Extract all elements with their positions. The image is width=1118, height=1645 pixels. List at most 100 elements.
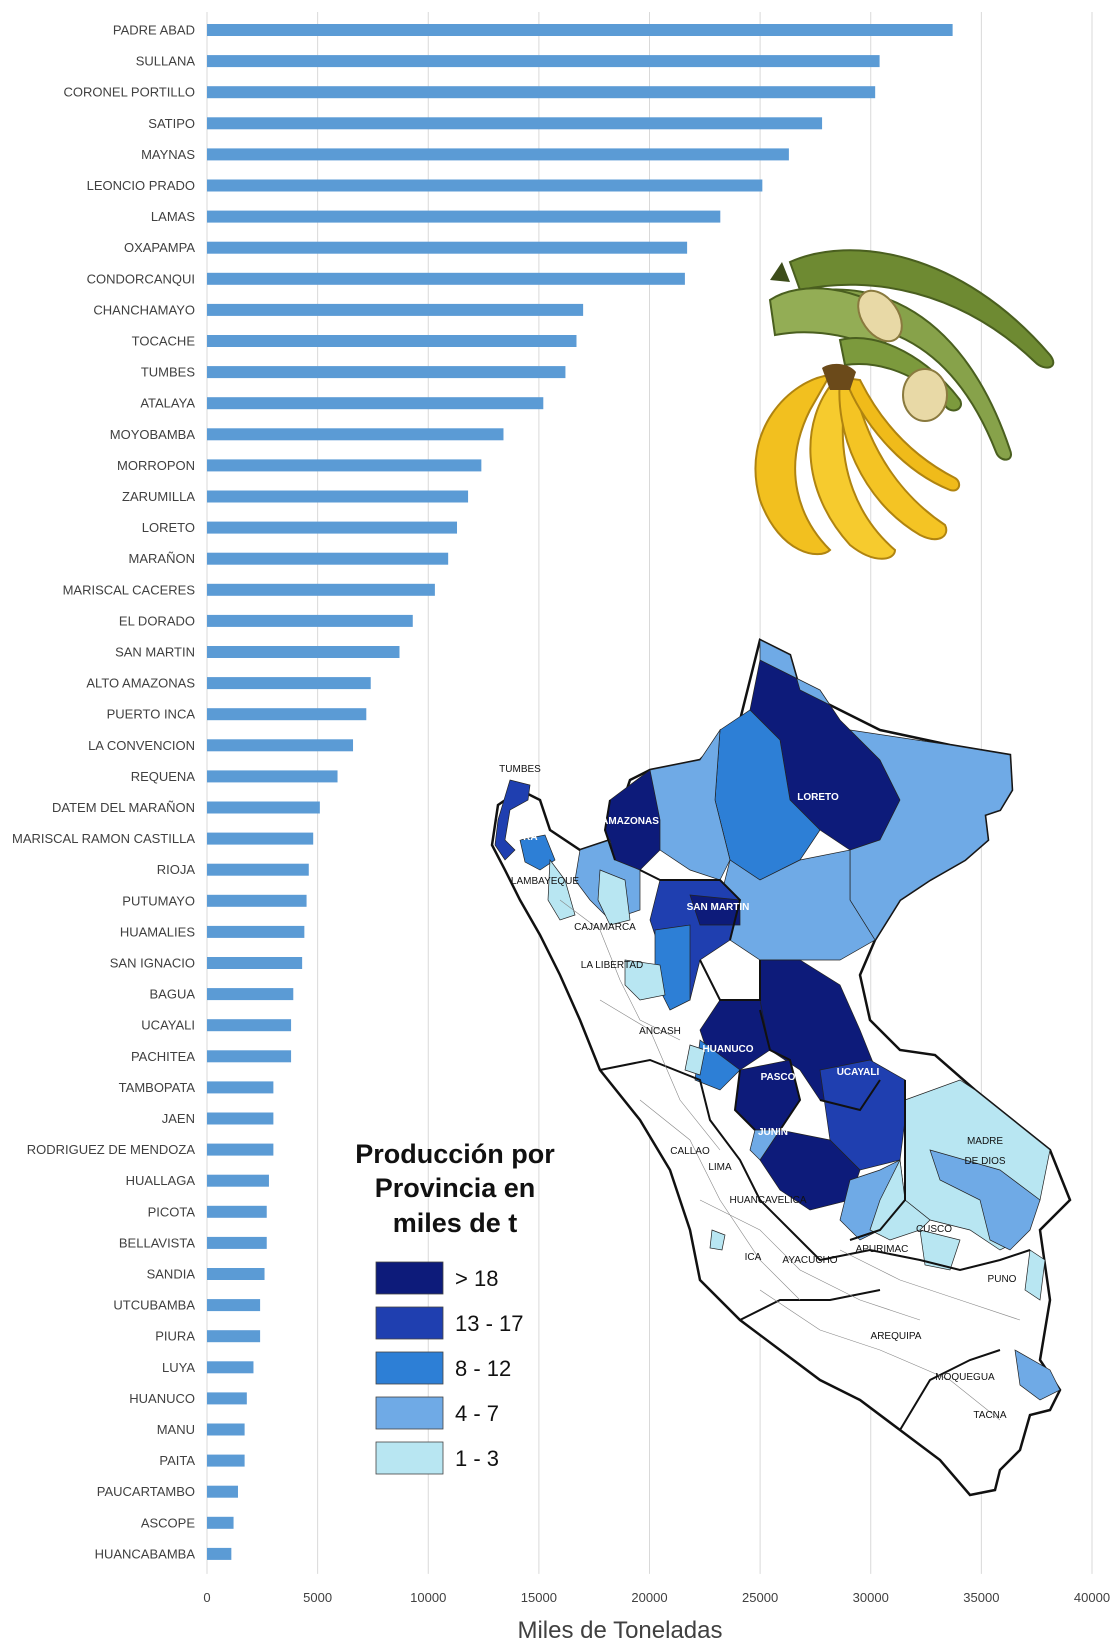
x-tick-label: 10000 (410, 1590, 446, 1605)
bar (207, 863, 309, 876)
region-lalibertad-light (624, 959, 666, 1001)
legend-swatch (375, 1441, 444, 1475)
map-label-madre-de-dios-1: MADRE (967, 1136, 1003, 1147)
category-label: BELLAVISTA (119, 1235, 195, 1250)
bar (207, 832, 314, 845)
x-tick-label: 20000 (631, 1590, 667, 1605)
map-label-piura: PIURA (506, 832, 537, 843)
x-tick-label: 15000 (521, 1590, 557, 1605)
bar (207, 770, 338, 783)
bar (207, 1050, 292, 1063)
region-piura-sub (547, 859, 576, 921)
bar (207, 1112, 274, 1125)
map-label-ancash: ANCASH (639, 1026, 681, 1037)
category-label: SANDIA (147, 1267, 196, 1282)
map-label-la-libertad: LA LIBERTAD (581, 960, 643, 971)
category-label: ALTO AMAZONAS (86, 676, 195, 691)
category-label: HUANUCO (129, 1391, 195, 1406)
category-label: SAN MARTIN (115, 645, 195, 660)
bar (207, 397, 544, 410)
bar (207, 1454, 245, 1467)
category-label: MOYOBAMBA (110, 427, 196, 442)
map-label-apurimac: APURIMAC (856, 1244, 909, 1255)
category-label: UTCUBAMBA (113, 1298, 195, 1313)
region-cusco-light (919, 1229, 961, 1271)
category-label: MAYNAS (141, 147, 195, 162)
category-label: PUTUMAYO (122, 893, 195, 908)
category-label: LAMAS (151, 209, 195, 224)
region-cusco-east (869, 1158, 931, 1241)
legend-label: 1 - 3 (455, 1446, 499, 1471)
category-label: MARAÑON (129, 551, 195, 566)
bar (207, 1330, 261, 1343)
category-label: MARISCAL CACERES (63, 582, 196, 597)
map-legend: Producción por Provincia en miles de t >… (355, 1139, 555, 1475)
category-label: MANU (157, 1422, 195, 1437)
bar (207, 241, 688, 254)
region-cajamarca-light (597, 869, 631, 926)
category-label: ATALAYA (140, 396, 195, 411)
bar (207, 894, 307, 907)
bar (207, 490, 469, 503)
legend-swatch (375, 1261, 444, 1295)
x-tick-label: 40000 (1074, 1590, 1110, 1605)
bar (207, 1205, 267, 1218)
map-label-tumbes: TUMBES (499, 764, 541, 775)
legend-swatch (375, 1396, 444, 1430)
category-label: MARISCAL RAMON CASTILLA (12, 831, 195, 846)
bar (207, 1392, 247, 1405)
region-huancavelica-light (709, 1229, 726, 1251)
bar (207, 1423, 245, 1436)
category-label: RIOJA (157, 862, 196, 877)
legend-title-line-1: Producción por (355, 1139, 555, 1169)
bar (207, 1547, 232, 1560)
bar (207, 1236, 267, 1249)
bar-series (207, 24, 953, 1560)
map-label-amazonas: AMAZONAS (601, 816, 659, 827)
category-label: SAN IGNACIO (110, 956, 195, 971)
bar (207, 335, 577, 347)
bar (207, 210, 721, 223)
legend-swatch (375, 1306, 444, 1340)
region-loreto-north (759, 639, 832, 706)
map-label-puno: PUNO (988, 1274, 1017, 1285)
map-label-callao: CALLAO (670, 1146, 710, 1157)
department-borders (599, 799, 1031, 1431)
category-label: TAMBOPATA (119, 1080, 196, 1095)
bar (207, 614, 413, 627)
bar (207, 1081, 274, 1094)
map-label-loreto: LORETO (797, 792, 839, 803)
bar (207, 1143, 274, 1156)
bar (207, 24, 953, 36)
category-label: CONDORCANQUI (87, 271, 195, 286)
map-label-lima: LIMA (708, 1162, 732, 1173)
map-label-san-martin: SAN MARTIN (687, 902, 750, 913)
bar (207, 366, 566, 379)
region-piura-light (519, 834, 556, 871)
category-label: PICOTA (148, 1204, 196, 1219)
bar (207, 1516, 234, 1529)
category-label: LORETO (142, 520, 195, 535)
green-plantain-image (768, 249, 1055, 461)
x-tick-label: 25000 (742, 1590, 778, 1605)
map-label-huancavelica: HUANCAVELICA (729, 1195, 806, 1206)
category-label: HUALLAGA (126, 1173, 196, 1188)
legend-label: 13 - 17 (455, 1311, 524, 1336)
region-madrededios-mid (929, 1149, 1041, 1251)
x-tick-label: 30000 (853, 1590, 889, 1605)
x-tick-label: 0 (203, 1590, 210, 1605)
category-label: RODRIGUEZ DE MENDOZA (27, 1142, 196, 1157)
bar (207, 1299, 261, 1312)
bar (207, 646, 400, 658)
legend-swatch (375, 1351, 444, 1385)
region-junin-light (749, 1129, 781, 1161)
bar (207, 272, 685, 285)
bar (207, 1268, 265, 1280)
bar (207, 86, 876, 99)
category-label: SATIPO (148, 116, 195, 131)
map-label-cusco: CUSCO (916, 1224, 952, 1235)
category-label: OXAPAMPA (124, 240, 195, 255)
map-label-junin: JUNIN (758, 1127, 788, 1138)
